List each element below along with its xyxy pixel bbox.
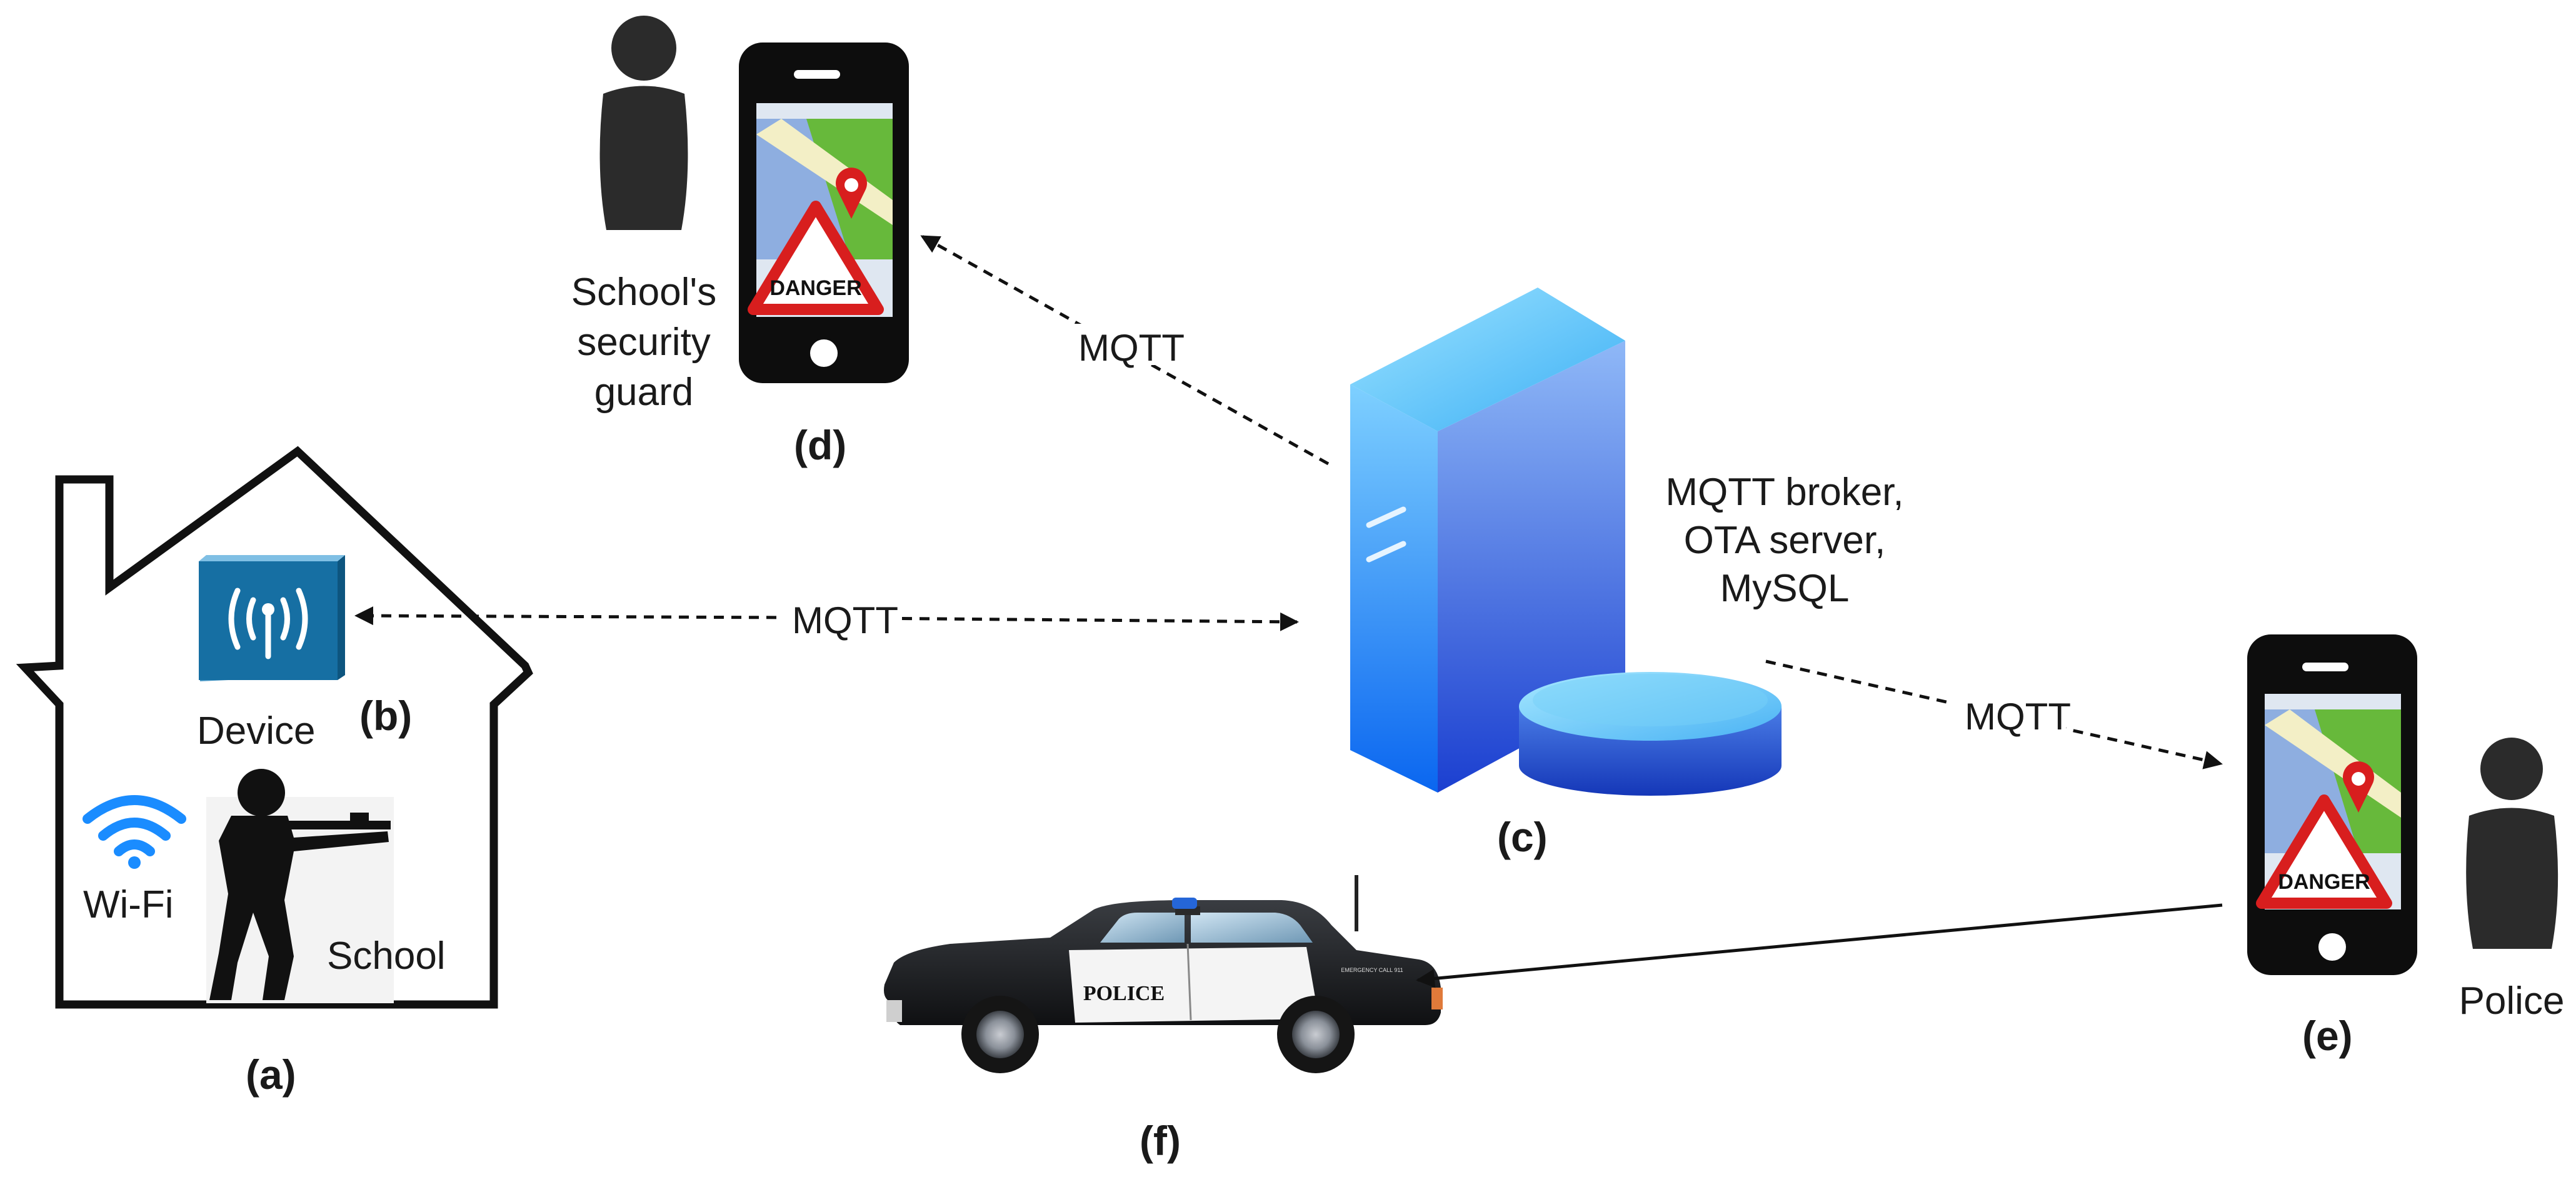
school-house: Device (b) Wi-Fi School (a) (16, 446, 533, 1098)
guard-caption-line1: School's (571, 271, 716, 314)
police-danger-text: DANGER (2278, 870, 2370, 894)
wifi-icon (83, 795, 186, 869)
school-label: School (327, 934, 446, 978)
school-tag: (a) (246, 1051, 296, 1098)
police-car-icon: POLICE EMERGENCY CALL 911 (884, 875, 1443, 1073)
server-desc-line1: MQTT broker, (1665, 471, 1903, 514)
link-server-police-label: MQTT (1965, 696, 2071, 738)
guard-person-icon (599, 16, 688, 230)
map-pin-icon (2343, 761, 2374, 813)
car-tag: (f) (1140, 1118, 1181, 1164)
link-police-car (1416, 903, 2223, 988)
danger-sign-icon: DANGER (748, 201, 884, 315)
map-pin-icon (836, 168, 867, 219)
police-officer: DANGER Police (e) (2247, 634, 2564, 1059)
security-guard: School's security guard DANGER (d) (571, 16, 909, 468)
link-server-guard-label: MQTT (1078, 327, 1185, 369)
server-tag: (c) (1497, 814, 1548, 860)
guard-caption-line3: guard (594, 371, 694, 414)
server: MQTT broker, OTA server, MySQL (c) (1350, 288, 1904, 860)
police-person-icon (2466, 738, 2558, 949)
house-outline (16, 446, 533, 1009)
device-tag: (b) (359, 693, 412, 739)
device-icon (199, 555, 345, 681)
police-car-door-text: POLICE (1083, 982, 1165, 1005)
device-label: Device (197, 709, 316, 753)
server-desc-line3: MySQL (1720, 567, 1850, 610)
danger-sign-icon: DANGER (2256, 794, 2392, 909)
guard-danger-text: DANGER (769, 276, 861, 300)
police-caption: Police (2459, 979, 2565, 1023)
server-desc-line2: OTA server, (1684, 519, 1886, 562)
link-device-server-label: MQTT (792, 599, 898, 641)
link-device-server-left (354, 606, 794, 626)
police-car: POLICE EMERGENCY CALL 911 (f) (884, 875, 1443, 1164)
police-phone-icon: DANGER (2247, 634, 2417, 975)
database-icon (1519, 672, 1782, 796)
shooter-icon (209, 769, 391, 1000)
guard-caption-line2: security (577, 321, 711, 364)
police-tag: (e) (2302, 1013, 2353, 1059)
wifi-label: Wi-Fi (83, 883, 174, 926)
police-car-trunk-text: EMERGENCY CALL 911 (1341, 967, 1403, 973)
guard-phone-icon: DANGER (739, 43, 909, 383)
guard-tag: (d) (794, 422, 846, 468)
link-device-server (796, 612, 1299, 631)
